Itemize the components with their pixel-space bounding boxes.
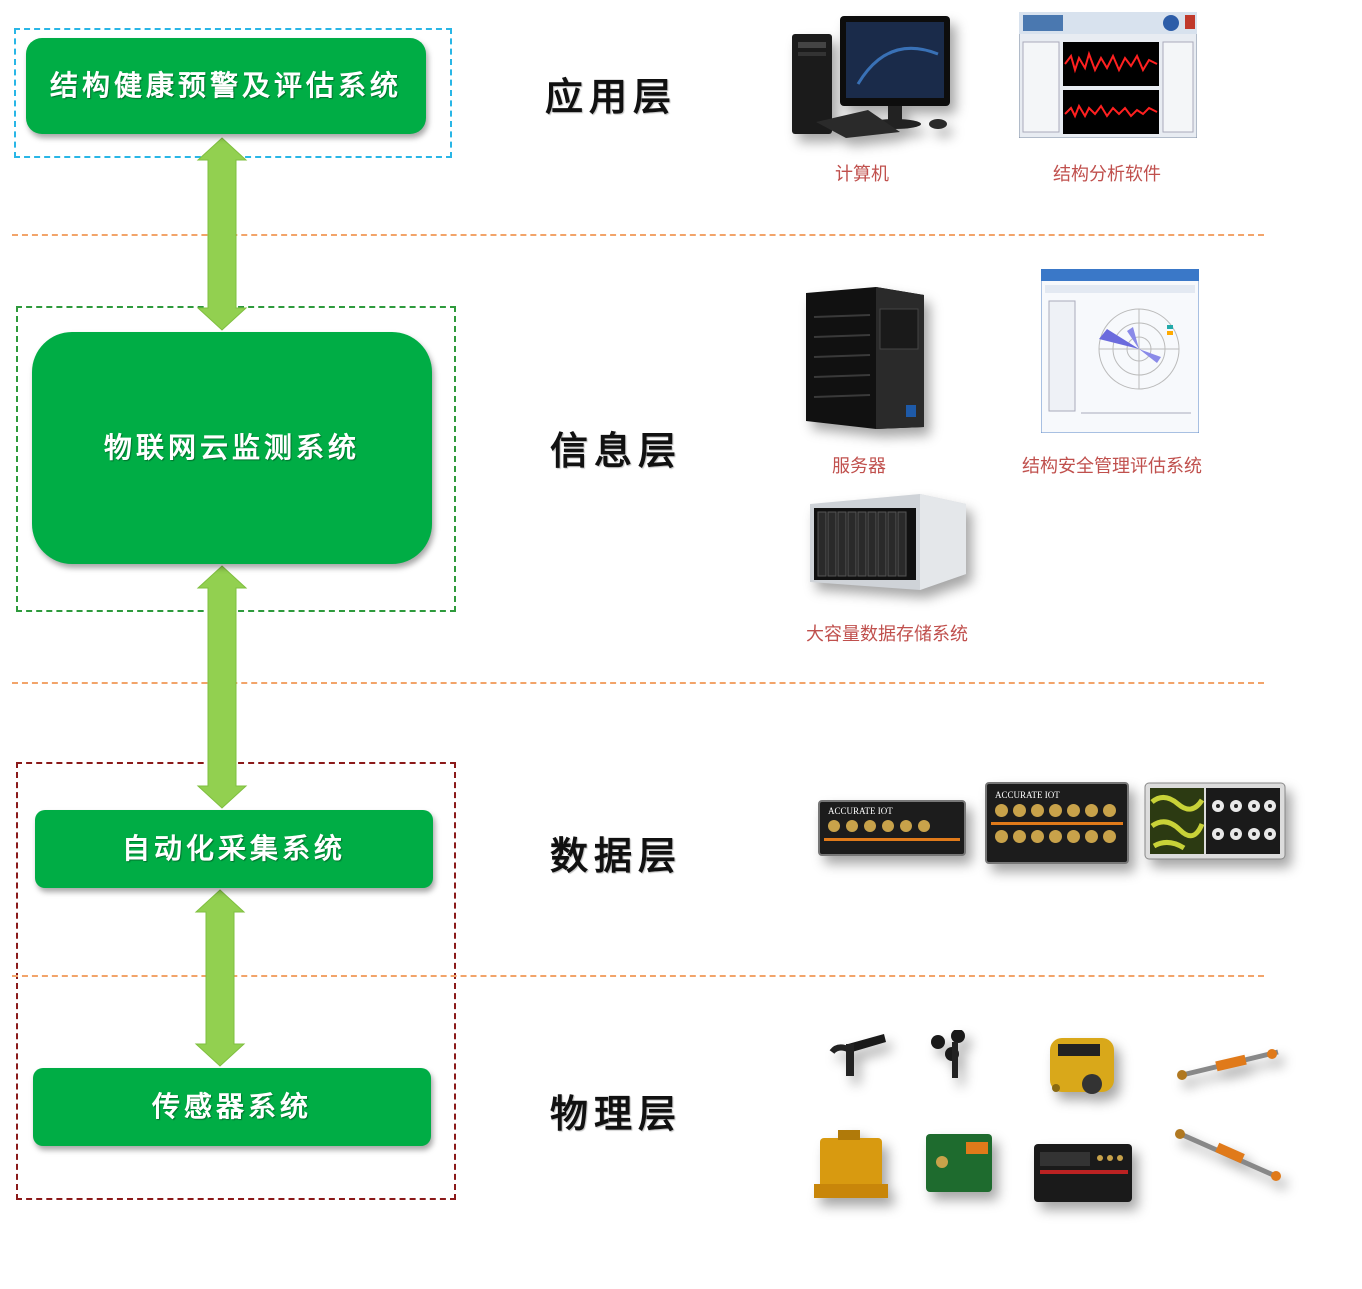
tilt-sensor-yellow <box>1050 1038 1114 1094</box>
data-logger-large <box>1144 782 1286 860</box>
logger-stripe-1 <box>824 838 960 841</box>
arrow-info-data <box>196 565 248 809</box>
data-layer-label: 数据层 <box>550 834 683 878</box>
safety-system-image <box>1041 269 1199 433</box>
application-layer-label: 应用层 <box>545 75 678 119</box>
wind-vane-sensor <box>829 1034 886 1076</box>
anemometer-sensor <box>931 1030 965 1078</box>
application-system-box: 结构健康预警及评估系统 <box>26 38 426 134</box>
logger-ports-2b <box>995 830 1116 843</box>
computer-caption: 计算机 <box>835 164 889 185</box>
vibration-sensor-green <box>926 1134 992 1192</box>
data-module-dark <box>1034 1144 1132 1202</box>
information-layer-label: 信息层 <box>550 429 683 473</box>
physical-layer-label: 物理层 <box>550 1092 683 1136</box>
storage-caption: 大容量数据存储系统 <box>806 624 968 645</box>
separator-2 <box>12 682 1264 684</box>
analysis-software-caption: 结构分析软件 <box>1053 164 1161 185</box>
separator-3 <box>12 975 1264 977</box>
information-system-box: 物联网云监测系统 <box>32 332 432 564</box>
logger-brand-2: ACCURATE IOT <box>995 790 1060 800</box>
analysis-software-image <box>1019 12 1197 138</box>
arrows <box>194 137 248 1067</box>
acquisition-system-box: 自动化采集系统 <box>35 810 433 888</box>
strain-gauge-sensor-1 <box>1177 1049 1279 1080</box>
sensor-system-box: 传感器系统 <box>33 1068 431 1146</box>
arrow-data-sensor <box>194 889 246 1067</box>
computer-image <box>792 16 950 138</box>
data-logger-small: ACCURATE IOT <box>818 800 966 856</box>
safety-system-caption: 结构安全管理评估系统 <box>1022 456 1202 477</box>
logger-brand-1: ACCURATE IOT <box>828 806 893 816</box>
logger-stripe-2 <box>991 822 1123 825</box>
logger-ports-1 <box>828 820 930 832</box>
storage-image <box>810 494 966 590</box>
logger-ports-2a <box>995 804 1116 817</box>
arrow-app-info <box>196 137 248 331</box>
strain-gauge-sensor-2 <box>1174 1129 1282 1181</box>
separator-1 <box>12 234 1264 236</box>
vibration-sensor-yellow <box>814 1130 888 1198</box>
server-caption: 服务器 <box>832 456 886 477</box>
data-logger-medium: ACCURATE IOT <box>985 782 1129 864</box>
server-image <box>806 287 924 429</box>
